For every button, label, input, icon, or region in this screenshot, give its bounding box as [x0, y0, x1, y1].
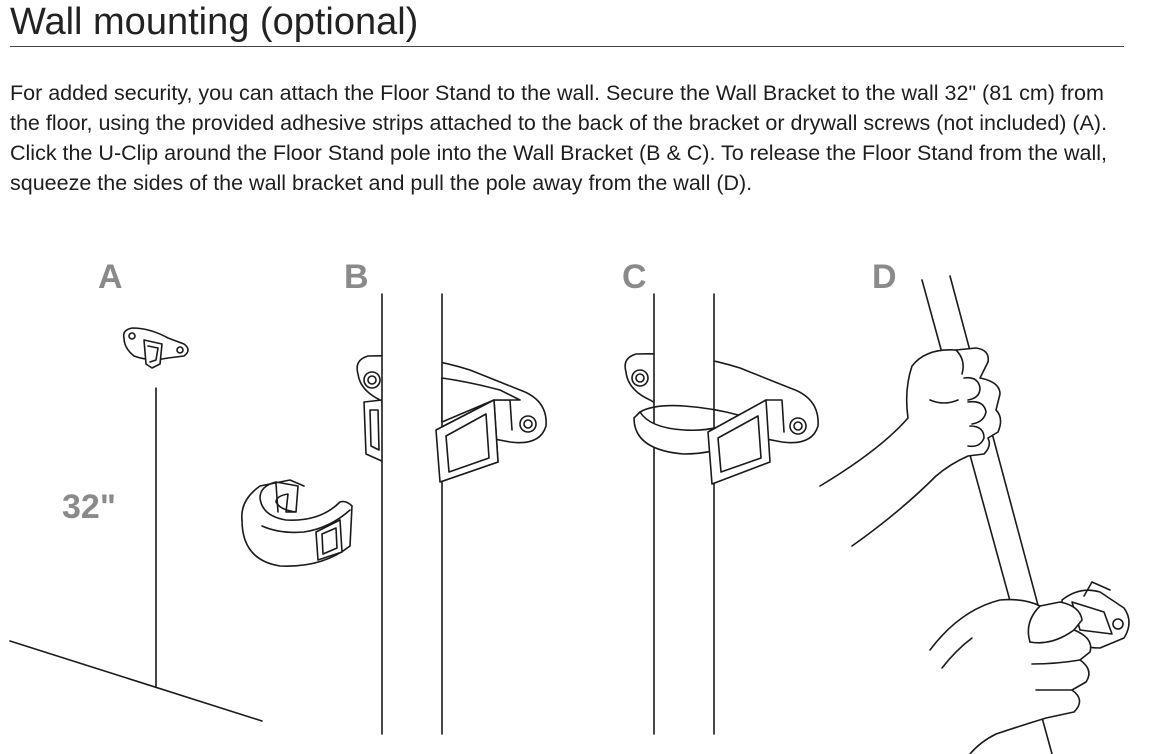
panel-letter-c: C — [622, 258, 647, 296]
hand-icon — [929, 581, 1130, 754]
hand-icon — [819, 347, 1002, 547]
wall-bracket-icon — [122, 327, 189, 369]
panel-a: A 32" — [9, 258, 263, 722]
instructions-paragraph: For added security, you can attach the F… — [10, 81, 1108, 195]
section-heading: Wall mounting (optional) — [10, 1, 419, 43]
height-label: 32" — [62, 488, 116, 526]
u-clip-icon — [633, 399, 785, 485]
panel-letter-b: B — [344, 258, 369, 296]
heading-divider — [10, 46, 1124, 47]
panel-c: C — [622, 258, 819, 735]
wall-mounting-illustration: A 32" B — [9, 258, 1130, 754]
panel-d: D — [819, 258, 1130, 754]
u-clip-icon — [241, 479, 353, 567]
panel-letter-a: A — [98, 258, 123, 296]
floor-line — [9, 640, 263, 722]
panel-b: B — [241, 258, 547, 735]
panel-letter-d: D — [872, 258, 897, 296]
